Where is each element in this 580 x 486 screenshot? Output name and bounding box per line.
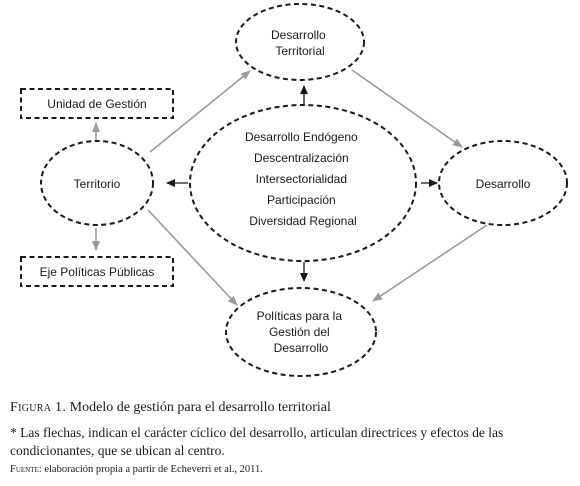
label-politicas: Políticas para la Gestión del Desarrollo xyxy=(257,309,346,355)
node-territorio xyxy=(40,140,154,226)
arrow-territorio-to-politicas xyxy=(147,209,238,306)
source-label: Fuente: xyxy=(10,464,42,475)
node-eje-politicas xyxy=(20,256,174,287)
node-desarrollo xyxy=(438,140,568,226)
label-centro: Desarrollo Endógeno Descentralización In… xyxy=(245,130,361,228)
node-unidad-gestion xyxy=(20,88,174,119)
label-desarrollo-territorial: Desarrollo Territorial xyxy=(271,28,329,58)
arrow-desarrollo-to-politicas xyxy=(372,224,488,302)
label-eje-politicas: Eje Políticas Públicas xyxy=(40,265,155,279)
label-desarrollo: Desarrollo xyxy=(476,177,531,191)
figure-title: Modelo de gestión para el desarrollo ter… xyxy=(69,400,331,415)
arrow-territorio-to-desarrollo-territorial xyxy=(149,70,251,153)
figure-source: Fuente: elaboración propia a partir de E… xyxy=(10,464,263,475)
source-text: elaboración propia a partir de Echeverri… xyxy=(44,464,263,475)
label-unidad-gestion: Unidad de Gestión xyxy=(47,97,146,111)
figure-label: Figura 1. xyxy=(10,400,67,415)
node-desarrollo-territorial xyxy=(235,3,365,81)
node-politicas xyxy=(225,287,377,377)
arrow-desarrollo-territorial-to-desarrollo xyxy=(351,69,463,148)
node-centro xyxy=(189,104,417,262)
label-territorio: Territorio xyxy=(74,177,121,191)
diagram: Desarrollo Territorial Territorio Desarr… xyxy=(20,3,568,377)
figure-caption: Figura 1. Modelo de gestión para el desa… xyxy=(10,400,331,416)
figure-note: * Las flechas, indican el carácter cícli… xyxy=(10,425,504,458)
